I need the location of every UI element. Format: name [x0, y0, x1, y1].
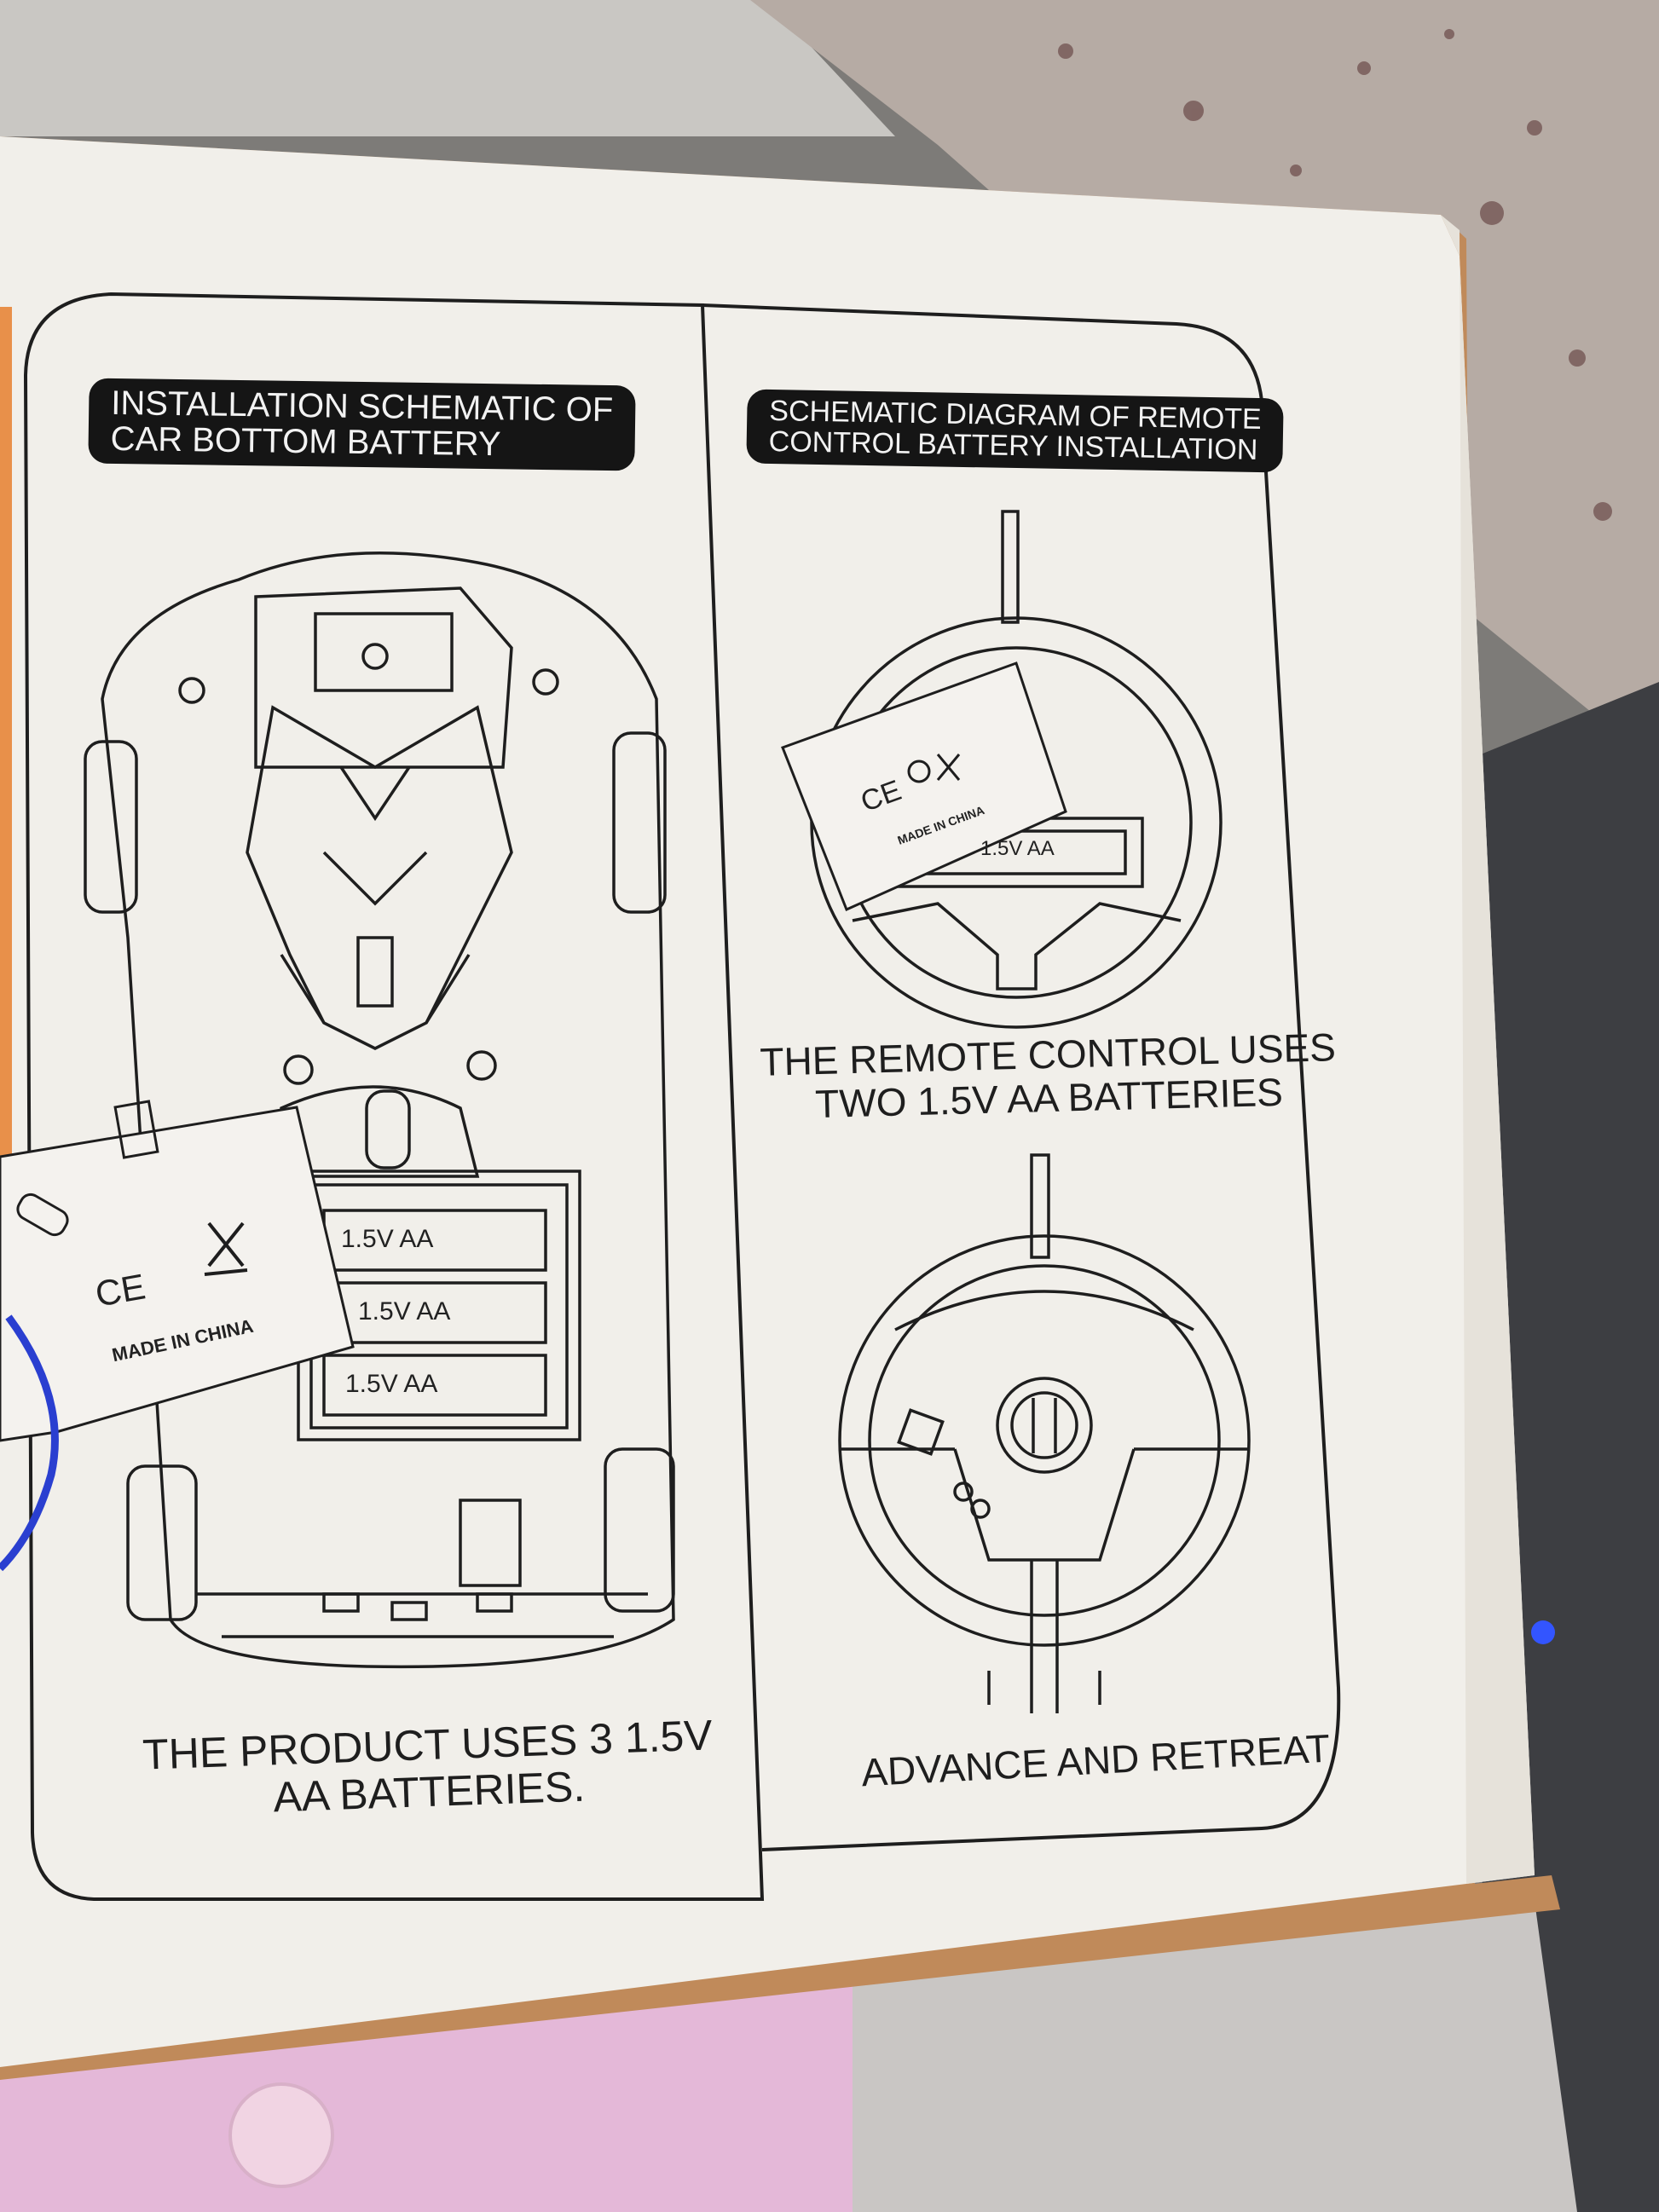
blue-marker-scribble [0, 1314, 59, 1572]
right-panel-border [702, 303, 1341, 1851]
right-heading-line2: CONTROL BATTERY INSTALLATION [768, 424, 1258, 466]
remote-battery-label: 1.5V AA [980, 837, 1055, 860]
car-battery-label-2: 1.5V AA [358, 1297, 451, 1325]
shirt-button [228, 2082, 334, 2188]
car-battery-label-3: 1.5V AA [345, 1370, 438, 1398]
left-panel-border [23, 292, 765, 1901]
left-panel-heading: INSTALLATION SCHEMATIC OF CAR BOTTOM BAT… [88, 378, 636, 471]
right-panel-caption: THE REMOTE CONTROL USES TWO 1.5V AA BATT… [760, 1025, 1338, 1127]
wall-background [0, 0, 895, 136]
car-battery-label-1: 1.5V AA [341, 1225, 434, 1253]
car-sticker-card [0, 1100, 355, 1442]
blue-light [1531, 1620, 1555, 1644]
car-battery-3 [322, 1354, 547, 1417]
remote-sticker-card [781, 661, 1067, 912]
left-panel-caption: THE PRODUCT USES 3 1.5V AA BATTERIES. [142, 1711, 714, 1825]
grey-fabric [853, 1901, 1577, 2212]
car-sticker-ce: CE [92, 1266, 148, 1314]
car-bottom-drawing [84, 552, 675, 1669]
box-side-print [0, 307, 12, 1159]
panel-borders [23, 292, 1341, 1901]
right-panel-heading: SCHEMATIC DIAGRAM OF REMOTE CONTROL BATT… [746, 389, 1285, 473]
box-flap [1441, 215, 1535, 1884]
remote-bottom-drawing [838, 1153, 1251, 1713]
granite-speckles [1058, 29, 1612, 521]
box-face [0, 136, 1535, 2067]
